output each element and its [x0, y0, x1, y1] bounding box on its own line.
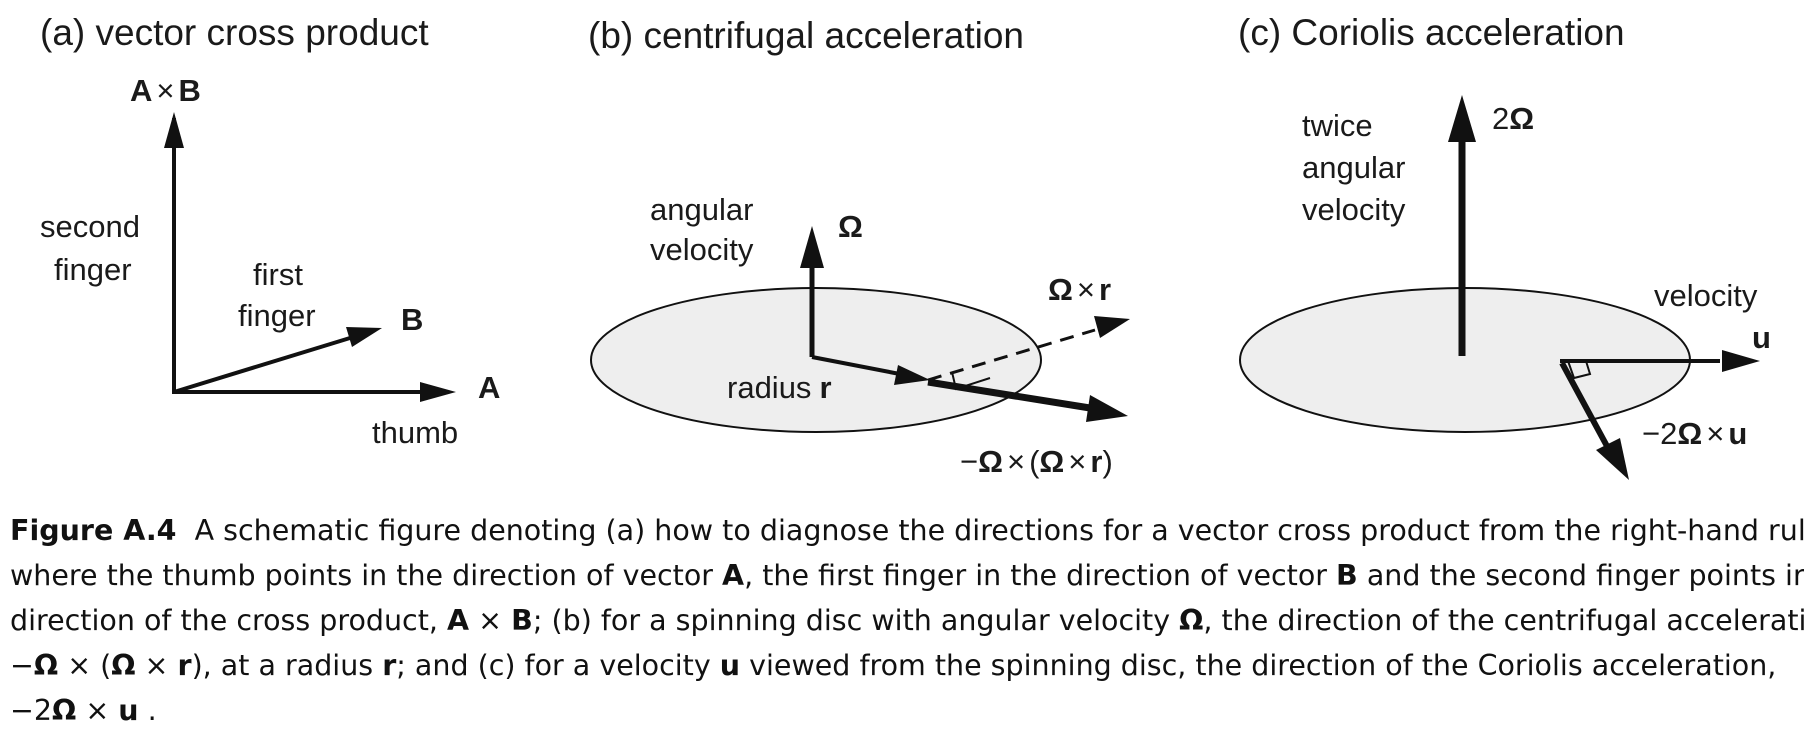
omega-arrowhead: [800, 226, 824, 268]
caption-line-2: where the thumb points in the direction …: [10, 559, 1804, 592]
coriolis-line: [1559, 361, 1611, 450]
thumb-label: thumb: [372, 415, 458, 450]
centrifugal-label: −Ω×(Ω×r): [960, 444, 1113, 479]
centrifugal-line: [927, 378, 1091, 412]
two-omega-label: 2Ω: [1492, 101, 1534, 136]
panel-a: (a) vector cross product A×B second fing…: [40, 12, 500, 450]
figure-diagram: (a) vector cross product A×B second fing…: [40, 12, 1771, 480]
caption-line-1: Figure A.4 A schematic figure denoting (…: [10, 514, 1804, 547]
radius-arrowhead: [894, 365, 930, 385]
omega-cross-r-label: Ω×r: [1048, 272, 1111, 307]
second-finger-label-1: second: [40, 209, 140, 244]
omega-cross-r-line: [927, 328, 1096, 382]
axb-label: A×B: [130, 73, 201, 108]
vector-b-label: B: [401, 302, 423, 337]
centrifugal-arrowhead: [1086, 395, 1128, 422]
twice-angular-velocity-label-1: twice: [1302, 108, 1373, 143]
velocity-label: velocity: [1654, 278, 1758, 313]
twice-angular-velocity-label-2: angular: [1302, 150, 1405, 185]
vector-a-label: A: [478, 370, 500, 405]
spinning-disc: [590, 287, 1042, 433]
coriolis-arrowhead: [1596, 438, 1629, 480]
b-vector-line: [173, 336, 351, 394]
panel-a-title: (a) vector cross product: [40, 12, 429, 53]
twice-angular-velocity-label-3: velocity: [1302, 192, 1406, 227]
velocity-u-symbol: u: [1752, 320, 1771, 355]
first-finger-label-2: finger: [238, 298, 316, 333]
b-arrowhead: [346, 327, 382, 347]
radius-line: [811, 355, 906, 377]
omega-label: Ω: [838, 209, 863, 244]
two-omega-arrowhead: [1448, 95, 1476, 142]
caption-line-5: −2Ω × u .: [10, 694, 157, 727]
omega-cross-r-arrowhead: [1094, 316, 1130, 338]
angular-velocity-label-2: velocity: [650, 232, 754, 267]
caption-line-4: −Ω × (Ω × r), at a radius r; and (c) for…: [10, 649, 1777, 682]
velocity-u-arrowhead: [1722, 350, 1760, 372]
coriolis-label: −2Ω×u: [1642, 416, 1747, 451]
angular-velocity-label-1: angular: [650, 192, 753, 227]
panel-c-title: (c) Coriolis acceleration: [1238, 12, 1625, 53]
caption-line-3: direction of the cross product, A × B; (…: [10, 604, 1804, 637]
a-arrowhead: [420, 382, 456, 402]
panel-b: (b) centrifugal acceleration angular vel…: [588, 15, 1130, 479]
axb-arrowhead: [164, 112, 184, 148]
caption-figure-number: Figure A.4: [10, 514, 177, 547]
right-angle-marker-c: [1567, 360, 1592, 380]
panel-b-title: (b) centrifugal acceleration: [588, 15, 1024, 56]
figure-caption: Figure A.4 A schematic figure denoting (…: [10, 508, 1804, 733]
panel-c: (c) Coriolis acceleration twice angular …: [1238, 12, 1771, 480]
second-finger-label-2: finger: [54, 252, 132, 287]
first-finger-label-1: first: [253, 257, 303, 292]
